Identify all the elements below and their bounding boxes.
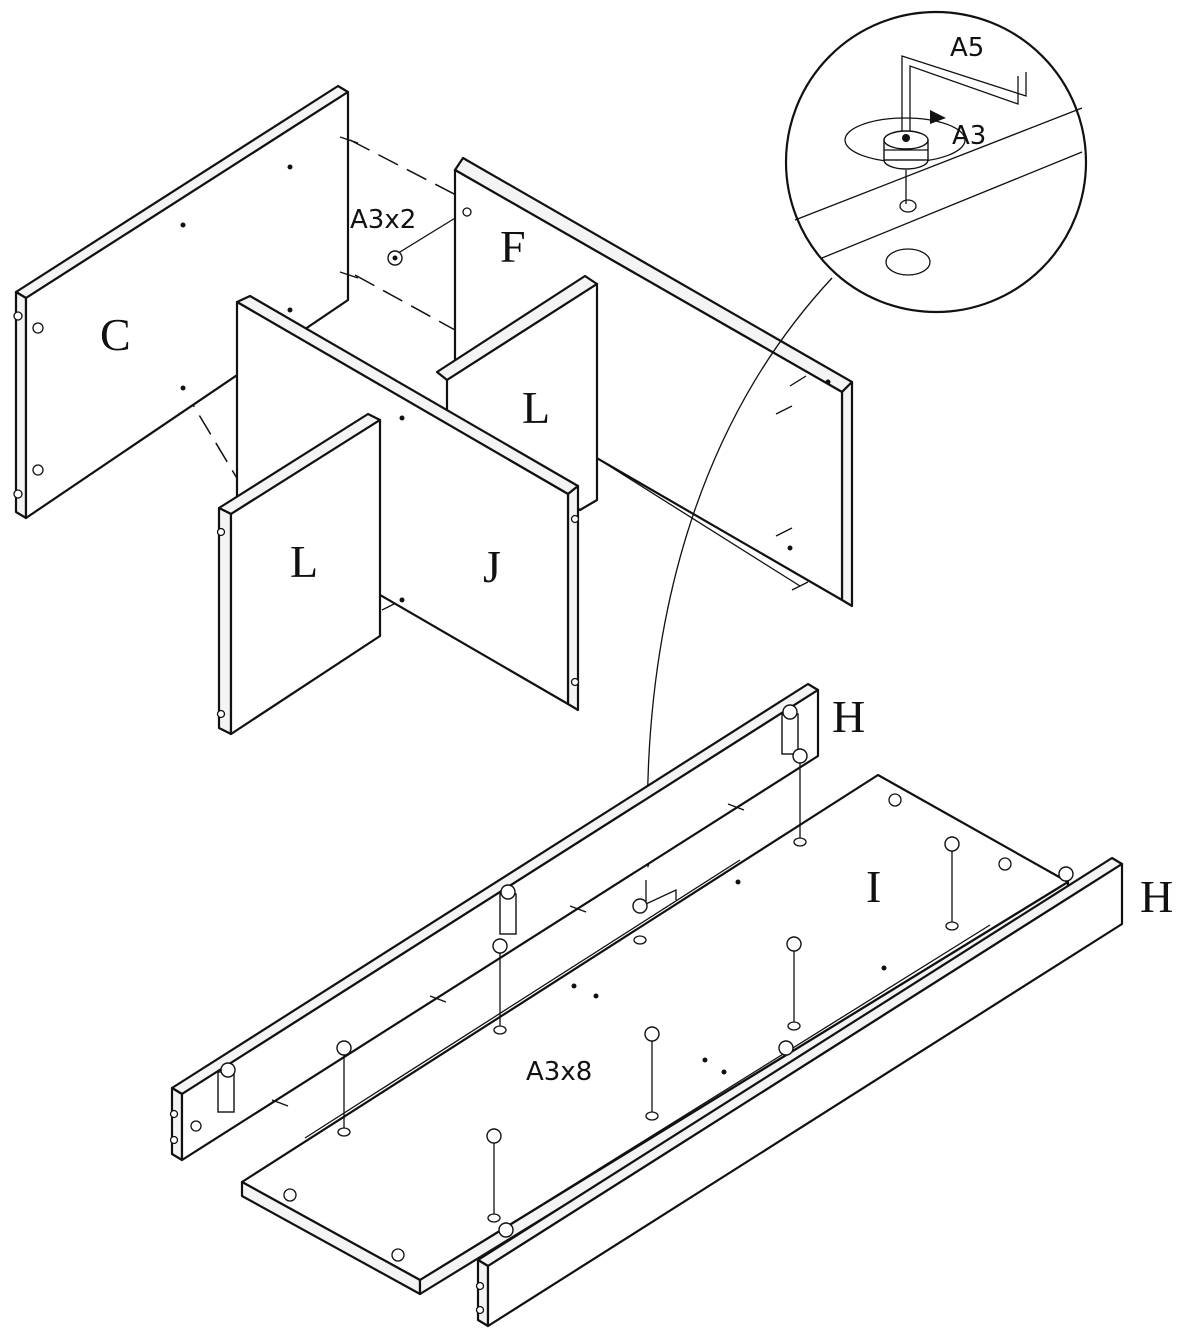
cam-bolt-icon bbox=[498, 866, 1074, 1238]
panel-i-label: I bbox=[866, 861, 881, 912]
cam-lock-detail-icon bbox=[883, 130, 929, 204]
panel-l-bottom-label: L bbox=[290, 536, 318, 587]
panel-f: F bbox=[453, 156, 854, 608]
dowel-icon bbox=[775, 375, 809, 591]
panel-l-top-label: L bbox=[522, 382, 550, 433]
panel-c-label: C bbox=[100, 309, 131, 360]
detail-cam-label: A3 bbox=[952, 121, 986, 151]
dowel-icon bbox=[339, 136, 359, 279]
cam-lock-callout-upper: A3x2 bbox=[350, 205, 416, 235]
panel-h-front: H bbox=[475, 856, 1173, 1328]
panel-j-label: J bbox=[483, 541, 501, 592]
cam-bolt-icon bbox=[217, 704, 799, 1113]
cam-lock-icon bbox=[336, 748, 960, 1223]
detail-circle: A5 A3 bbox=[784, 10, 1088, 314]
cam-lock-icon bbox=[387, 250, 403, 266]
dowel-icon bbox=[271, 803, 745, 1107]
panel-h-back-label: H bbox=[832, 691, 865, 742]
panel-i: I A3x8 bbox=[240, 748, 1070, 1296]
allen-key-icon bbox=[901, 55, 1027, 140]
cam-lock-callout-lower: A3x8 bbox=[526, 1057, 592, 1087]
panel-c: C bbox=[13, 84, 359, 520]
panel-l-bottom: L bbox=[216, 412, 405, 736]
panel-j: J bbox=[235, 294, 580, 712]
panel-h-front-label: H bbox=[1140, 871, 1173, 922]
panel-f-label: F bbox=[500, 221, 526, 272]
allen-key-icon bbox=[632, 880, 677, 914]
detail-tool-label: A5 bbox=[950, 33, 984, 63]
